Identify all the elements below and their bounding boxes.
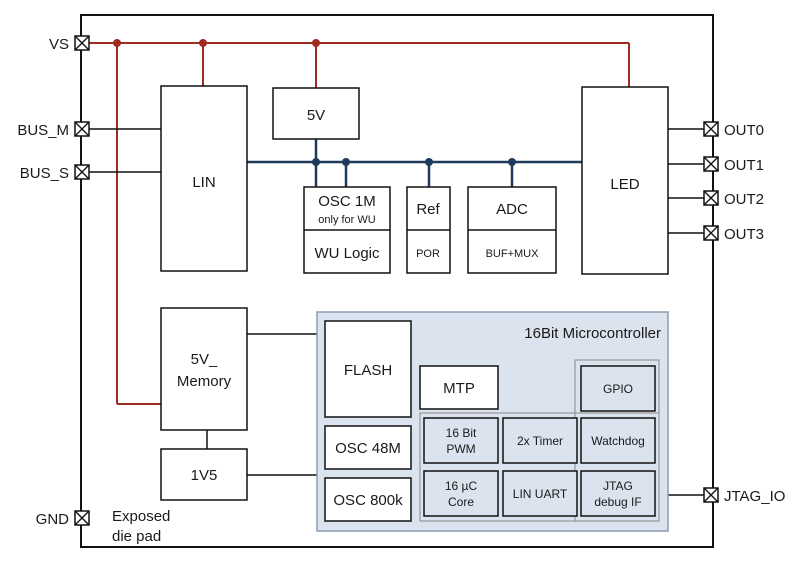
mtp-block[interactable]: MTP [419,365,499,410]
pin-vs-label: VS [49,36,69,53]
pin-gnd[interactable]: GND [36,510,90,528]
pin-bus-s[interactable]: BUS_S [20,164,90,182]
regulator-1v5-block[interactable]: 1V5 [160,448,248,501]
pwm-label-2: PWM [446,442,475,456]
microcontroller-block[interactable]: 16Bit Microcontroller FLASH OSC 48M OSC … [316,311,669,532]
lin-uart-block[interactable]: LIN UART [502,470,578,517]
wu-logic-label: WU Logic [314,245,380,262]
wires [89,128,704,496]
core-label-1: 16 µC [445,479,478,493]
memory-label-2: Memory [177,373,232,390]
pwm-label-1: 16 Bit [446,426,477,440]
flash-block[interactable]: FLASH [324,320,412,418]
mtp-label: MTP [443,380,475,397]
supply-junctions [113,39,320,47]
osc-800k-label: OSC 800k [333,492,403,509]
pin-out1-label: OUT1 [724,157,764,174]
timer-label: 2x Timer [517,434,563,448]
gpio-block[interactable]: GPIO [580,365,656,412]
watchdog-block[interactable]: Watchdog [580,417,656,464]
exposed-pad-label-2: die pad [112,528,161,545]
pin-bus-m-label: BUS_M [17,122,69,139]
pin-out2-label: OUT2 [724,191,764,208]
lin-uart-label: LIN UART [513,487,568,501]
pin-out0[interactable]: OUT0 [703,121,764,139]
pin-out0-label: OUT0 [724,122,764,139]
pin-out3[interactable]: OUT3 [703,225,764,243]
watchdog-label: Watchdog [591,434,645,448]
core-block[interactable]: 16 µC Core [423,470,499,517]
pin-out2[interactable]: OUT2 [703,190,764,208]
bus-junctions [312,158,516,166]
memory-label-1: 5V_ [191,351,218,368]
gpio-label: GPIO [603,382,633,396]
osc-48m-label: OSC 48M [335,440,401,457]
jtag-label-2: debug IF [594,495,641,509]
osc-1m-note: only for WU [318,214,376,226]
pin-bus-m[interactable]: BUS_M [17,121,90,139]
osc-1m-block[interactable]: OSC 1M only for WU WU Logic [303,186,391,274]
pin-out3-label: OUT3 [724,226,764,243]
signal-bus [247,139,582,187]
pin-bus-s-label: BUS_S [20,165,69,182]
pin-jtag-io-label: JTAG_IO [724,488,785,505]
regulator-1v5-label: 1V5 [191,467,218,484]
supply-net [89,42,630,405]
pin-vs[interactable]: VS [49,35,90,53]
lin-block[interactable]: LIN [160,85,248,272]
pin-out1[interactable]: OUT1 [703,156,764,174]
chip-outline [80,14,714,548]
jtag-label-1: JTAG [603,479,633,493]
ref-label: Ref [416,201,440,218]
osc-48m-block[interactable]: OSC 48M [324,425,412,470]
timer-block[interactable]: 2x Timer [502,417,578,464]
regulator-5v-block[interactable]: 5V [272,87,360,140]
exposed-pad-label-1: Exposed [112,508,170,525]
osc-1m-label: OSC 1M [318,193,376,210]
led-label: LED [610,176,639,193]
led-block[interactable]: LED [581,86,669,275]
regulator-5v-label: 5V [307,107,325,124]
pin-gnd-label: GND [36,511,70,528]
pin-jtag-io[interactable]: JTAG_IO [703,487,785,505]
jtag-block[interactable]: JTAG debug IF [580,470,656,517]
adc-block[interactable]: ADC BUF+MUX [467,186,557,274]
pwm-block[interactable]: 16 Bit PWM [423,417,499,464]
memory-block[interactable]: 5V_ Memory [160,307,248,431]
adc-label: ADC [496,201,528,218]
buf-mux-label: BUF+MUX [486,248,540,260]
lin-label: LIN [192,174,215,191]
osc-800k-block[interactable]: OSC 800k [324,477,412,522]
core-label-2: Core [448,495,474,509]
ref-block[interactable]: Ref POR [406,186,451,274]
flash-label: FLASH [344,362,392,379]
microcontroller-title: 16Bit Microcontroller [524,325,661,342]
por-label: POR [416,248,440,260]
